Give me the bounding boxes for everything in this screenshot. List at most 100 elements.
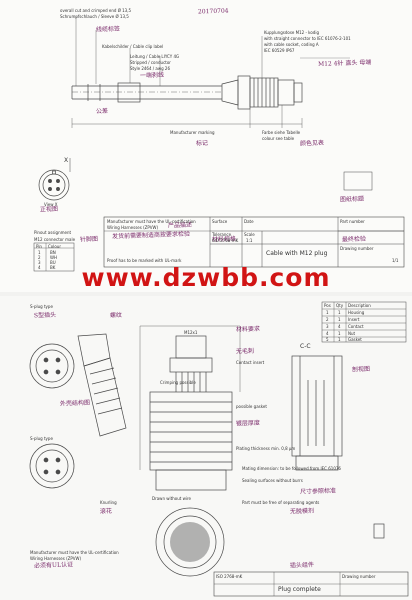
handwriting-note: 滚花 xyxy=(99,507,113,516)
pin-table-cell: WH xyxy=(50,255,57,260)
pin-table-header: Pin xyxy=(36,244,42,249)
title-block-sheet: 1/1 xyxy=(392,258,399,263)
label-knurling: Knurling xyxy=(100,500,117,505)
handwriting-note: 无脱模剂 xyxy=(289,507,315,516)
label-crimping: Crimping possible xyxy=(160,380,196,385)
title-block-drawing-no: Drawing number xyxy=(342,574,376,579)
handwriting-note: S型插头 xyxy=(33,311,57,320)
handwriting-note: 公差 xyxy=(95,107,109,116)
stamp: 20170704 xyxy=(197,7,229,16)
pin-table-cell: BK xyxy=(50,265,56,270)
parts-table-cell: 1 xyxy=(338,317,341,322)
handwriting-note: 材料要求 xyxy=(235,325,261,334)
title-block-manufacturer: Manufacturer must have the UL-certificat… xyxy=(107,219,196,224)
parts-table-cell: 1 xyxy=(338,331,341,336)
title-block-scale-label: Scale xyxy=(244,232,255,237)
parts-table-cell: 2 xyxy=(326,317,329,322)
parts-table-header: Description xyxy=(348,303,371,308)
callout-mid-1: Kabelschilder / Cable clip label xyxy=(102,44,164,49)
callout-left-1: overall cut and crimped end Ø 13,5 xyxy=(60,8,132,13)
handwriting-note: 针脚图 xyxy=(79,235,99,244)
title-block-proof: Proof has to be marked with UL-mark xyxy=(107,258,182,263)
label-drawn: Drawn without wire xyxy=(152,496,191,501)
cable-assembly-drawing xyxy=(33,16,405,272)
callout-lower-3: colour see table xyxy=(262,136,295,141)
label-marking: Mating dimension: to be followed from IE… xyxy=(242,466,341,471)
title-block-tolerance-label: Tolerance xyxy=(212,232,232,237)
parts-table-header: Pos xyxy=(324,303,331,308)
title-block-scale: 1:1 xyxy=(246,238,253,243)
parts-table-cell: 5 xyxy=(326,337,329,342)
label-insert: Contact insert xyxy=(236,360,265,365)
parts-table-cell: 1 xyxy=(326,310,329,315)
parts-table-cell: 4 xyxy=(338,324,341,329)
parts-table-cell: Contact xyxy=(348,324,364,329)
callout-mid-4: Style 2464 / awg 26 xyxy=(130,66,171,71)
parts-table-cell: 3 xyxy=(326,324,329,329)
parts-table-cell: Nut xyxy=(348,331,356,336)
label-gasket: possible gasket xyxy=(236,404,267,409)
title-block-tolerance: ISO 2768-mK xyxy=(216,574,243,579)
pin-table-cell: BU xyxy=(50,260,56,265)
pin-table-title: Pinout assignment xyxy=(34,230,72,235)
pin-table-cell: 4 xyxy=(38,265,41,270)
label-sealing: Sealing surfaces without burrs xyxy=(242,478,303,483)
label-plating: Plating thickness min. 0,8 µm xyxy=(236,446,296,451)
handwriting-note: 插头组件 xyxy=(289,561,315,570)
handwriting-note: 镀层厚度 xyxy=(235,419,261,428)
title-block-wiring: Wiring Harnesses (ZPVW) xyxy=(30,556,82,561)
handwriting-note: 无毛刺 xyxy=(235,347,255,356)
view-label: X xyxy=(64,157,69,164)
callout-mid-3: Stripped / conductor xyxy=(130,60,171,65)
handwriting-note: 图纸标题 xyxy=(339,195,365,204)
parts-table-cell: 4 xyxy=(326,331,329,336)
title-block-drawing-no: Drawing number xyxy=(340,246,374,251)
callout-right-4: IEC 60529 IP67 xyxy=(264,48,295,53)
handwriting-note: 最终检验 xyxy=(341,235,367,244)
callout-right-1: Kupplungsdose M12 - kodig xyxy=(264,30,319,35)
parts-table-cell: 1 xyxy=(338,337,341,342)
handwriting-note: 线缆标签 xyxy=(95,25,121,34)
label-part: Part must be free of separating agents xyxy=(242,500,320,505)
title-block-manufacturer: Manufacturer must have the UL-certificat… xyxy=(30,550,119,555)
callout-left-2: Schrumpfschlauch / Sleeve Ø 13,5 xyxy=(60,14,129,19)
label-section: C-C xyxy=(300,343,311,350)
label-s-plug: S-plug type xyxy=(30,304,53,309)
pin-table-cell: BN xyxy=(50,250,56,255)
handwriting-note: 标记 xyxy=(195,139,209,148)
plug-section-drawing xyxy=(29,301,409,597)
title-block-part-no: Part number xyxy=(340,219,365,224)
handwriting-note: 外壳结构图 xyxy=(59,399,91,408)
parts-table-cell: Housing xyxy=(348,310,365,315)
view-caption: View X xyxy=(44,202,58,207)
title-block-title: Cable with M12 plug xyxy=(266,250,328,257)
handwriting-note: 剖视图 xyxy=(351,365,371,374)
pin-table-cell: 1 xyxy=(38,250,41,255)
handwriting-note: 必须有UL认证 xyxy=(33,561,74,570)
title-block-surface: Surface xyxy=(212,219,228,224)
label-thread: M12x1 xyxy=(184,330,198,335)
handwriting-note: 尺寸参照标准 xyxy=(299,487,337,496)
bottom-drawing-sheet: S-plug type S-plug type Crimping possibl… xyxy=(0,296,412,600)
pin-table-header: Colour xyxy=(48,244,61,249)
parts-table-cell: Gasket xyxy=(348,337,362,342)
callout-mid-2: Leitung / Cable LIYCY 4G xyxy=(130,54,180,59)
handwriting-note: 螺纹 xyxy=(109,311,123,320)
top-drawing-sheet: overall cut and crimped end Ø 13,5 Schru… xyxy=(0,0,412,292)
parts-table-cell: Insert xyxy=(348,317,360,322)
title-block-date-label: Date xyxy=(244,219,254,224)
title-block-title: Plug complete xyxy=(278,586,321,593)
callout-lower-2: Farbe siehe Tabelle xyxy=(262,130,301,135)
parts-table-cell: 1 xyxy=(338,310,341,315)
callout-lower-1: Manufacturer marking xyxy=(170,130,215,135)
handwriting-note: 一端剥线 xyxy=(139,71,165,80)
pin-table-cell: 3 xyxy=(38,260,41,265)
label-s-plug: S-plug type xyxy=(30,436,53,441)
pin-table-subtitle: M12 connector male xyxy=(34,237,76,242)
callout-right-3: with cable socket, coding A xyxy=(264,42,319,47)
title-block-wiring: Wiring Harnesses (ZPVW) xyxy=(107,225,159,230)
title-block-tolerance: ISO 2768-mK xyxy=(212,238,239,243)
site-watermark: www.dzwbb.com xyxy=(81,263,331,292)
handwriting-note: 颜色见表 xyxy=(299,139,325,148)
callout-right-2: with straight connector to IEC 61076-2-1… xyxy=(264,36,351,41)
